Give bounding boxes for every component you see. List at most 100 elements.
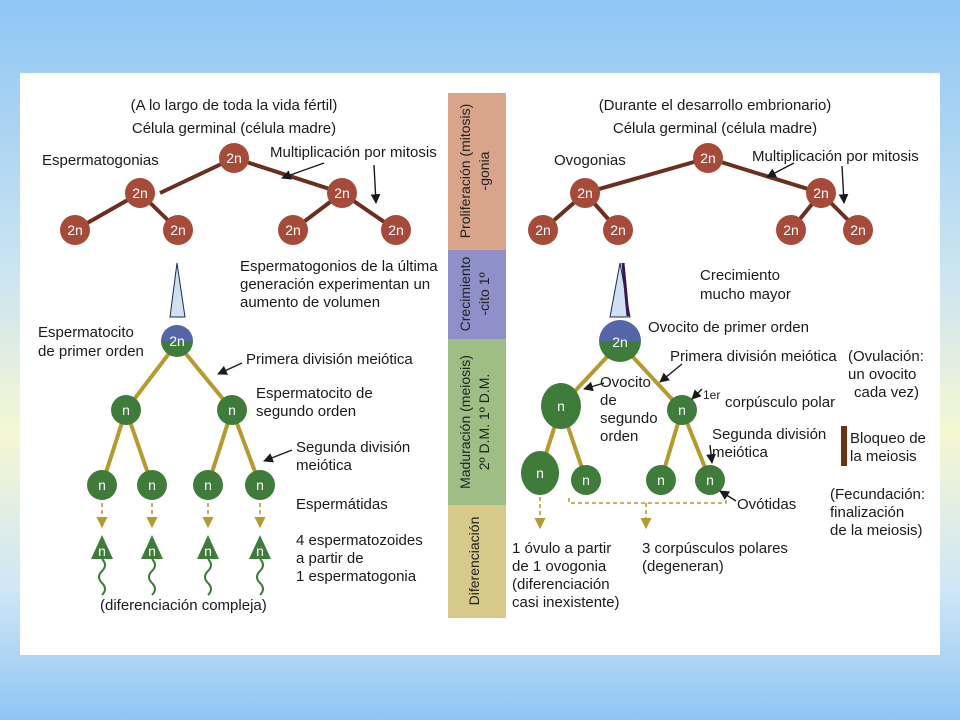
fertilization-line-2: finalización [830, 504, 904, 521]
ovum-result-line-3: (diferenciación [512, 576, 610, 593]
spermatogenesis: 2n 2n 2n 2n 2n 2n 2n 2n n n n [38, 97, 438, 614]
male-first-division-label: Primera división meiótica [246, 351, 413, 368]
cell-label: 2n [226, 150, 242, 166]
female-header-period: (Durante el desarrollo embrionario) [599, 97, 832, 114]
ootids-label: Ovótidas [737, 496, 796, 513]
cell-label: n [706, 472, 714, 488]
cell-label: 2n [612, 334, 628, 350]
cell-label: 2n [813, 185, 829, 201]
cell-label: 2n [285, 222, 301, 238]
male-primary-label-2: de primer orden [38, 343, 144, 360]
cell-label: 2n [334, 185, 350, 201]
cell-label: n [256, 543, 264, 559]
meiosis-block-label-2: la meiosis [850, 448, 917, 465]
cell-label: 2n [67, 222, 83, 238]
female-growth-line-1: Crecimiento [700, 267, 780, 284]
cell-label: n [256, 477, 264, 493]
polar-bodies-result-2: (degeneran) [642, 558, 724, 575]
cell-label: 2n [783, 222, 799, 238]
female-primary-oocyte: 2n [599, 320, 641, 362]
band-differentiation [448, 505, 506, 618]
ovulation-line-3: cada vez) [854, 384, 919, 401]
male-haploid-cells: n n n n n n [87, 395, 275, 500]
female-differentiation-arrows [534, 497, 652, 530]
cell-label: 2n [535, 222, 551, 238]
male-differentiation-label: (diferenciación compleja) [100, 597, 267, 614]
female-growth-line-2: mucho mayor [700, 286, 791, 303]
cell-label: n [657, 472, 665, 488]
male-labels: (A lo largo de toda la vida fértil) Célu… [38, 97, 438, 614]
cell-label: 2n [850, 222, 866, 238]
fertilization-line-1: (Fecundación: [830, 486, 925, 503]
ovulation-line-2: un ovocito [848, 366, 916, 383]
band-proliferation-label: Proliferación (mitosis) [457, 104, 473, 239]
female-secondary-label-1: Ovocito [600, 374, 651, 391]
male-spermatids-label: Espermátidas [296, 496, 388, 513]
band-growth [448, 250, 506, 339]
band-differentiation-label: Diferenciación [466, 517, 482, 606]
male-header-stem-cell: Célula germinal (célula madre) [132, 120, 336, 137]
male-spermatozoa: n n n n [91, 535, 271, 596]
female-secondary-label-2: de [600, 392, 617, 409]
female-diploid-cells: 2n 2n 2n 2n 2n 2n 2n [528, 143, 873, 245]
diagram-panel: Proliferación (mitosis) -gonia Crecimien… [20, 73, 940, 655]
female-oogonia-label: Ovogonias [554, 152, 626, 169]
band-proliferation [448, 93, 506, 250]
female-labels: (Durante el desarrollo embrionario) Célu… [512, 97, 926, 611]
female-secondary-label-4: orden [600, 428, 638, 445]
female-haploid-cells: n n n n n n [521, 383, 725, 495]
cell-label: 2n [169, 333, 185, 349]
cell-label: n [204, 543, 212, 559]
cell-label: n [204, 477, 212, 493]
male-secondary-label-1: Espermatocito de [256, 385, 373, 402]
gametogenesis-diagram: Proliferación (mitosis) -gonia Crecimien… [38, 93, 926, 618]
male-result-line-3: 1 espermatogonia [296, 568, 417, 585]
polar-bodies-bracket [568, 498, 727, 504]
oogenesis: 2n 2n 2n 2n 2n 2n 2n 2n n n n [512, 97, 926, 611]
ovum-result-line-4: casi inexistente) [512, 594, 620, 611]
cell-label: n [122, 402, 130, 418]
female-second-division-label-1: Segunda división [712, 426, 826, 443]
cell-label: n [536, 465, 544, 481]
cell-label: n [557, 398, 565, 414]
male-growth-wedge [169, 262, 186, 318]
band-proliferation-sublabel: -gonia [476, 151, 492, 190]
female-header-stem-cell: Célula germinal (célula madre) [613, 120, 817, 137]
ovum-result-line-2: de 1 ovogonia [512, 558, 607, 575]
male-growth-line-1: Espermatogonios de la última [240, 258, 438, 275]
cell-label: n [148, 477, 156, 493]
female-primary-label: Ovocito de primer orden [648, 319, 809, 336]
cell-label: 2n [132, 185, 148, 201]
male-differentiation-arrows [96, 503, 266, 529]
female-pointer-arrows [583, 162, 849, 502]
male-primary-spermatocyte: 2n [161, 325, 193, 357]
male-pointer-arrows [217, 162, 381, 463]
female-secondary-label-3: segundo [600, 410, 658, 427]
ovum-result-line-1: 1 óvulo a partir [512, 540, 611, 557]
male-second-division-label-2: meiótica [296, 457, 353, 474]
cell-label: n [228, 402, 236, 418]
male-secondary-label-2: segundo orden [256, 403, 356, 420]
male-header-period: (A lo largo de toda la vida fértil) [131, 97, 338, 114]
band-maturation-sublabel: 2º D.M. 1º D.M. [476, 374, 492, 471]
cell-label: 2n [577, 185, 593, 201]
band-growth-label: Crecimiento [457, 256, 473, 331]
male-result-line-2: a partir de [296, 550, 364, 567]
polar-body-label: corpúsculo polar [725, 394, 835, 411]
polar-body-superscript: 1er [703, 388, 720, 402]
male-growth-line-2: generación experimentan un [240, 276, 430, 293]
phase-bands: Proliferación (mitosis) -gonia Crecimien… [448, 93, 506, 618]
male-spermatogonia-label: Espermatogonias [42, 152, 159, 169]
cell-label: n [582, 472, 590, 488]
ovulation-line-1: (Ovulación: [848, 348, 924, 365]
female-first-division-label: Primera división meiótica [670, 348, 837, 365]
cell-label: 2n [170, 222, 186, 238]
cell-label: 2n [388, 222, 404, 238]
cell-label: n [148, 543, 156, 559]
male-growth-line-3: aumento de volumen [240, 294, 380, 311]
meiosis-block-label-1: Bloqueo de [850, 430, 926, 447]
male-primary-label-1: Espermatocito [38, 324, 134, 341]
cell-label: n [678, 402, 686, 418]
band-maturation-label: Maduración (meiosis) [457, 355, 473, 489]
fertilization-line-3: de la meiosis) [830, 522, 923, 539]
